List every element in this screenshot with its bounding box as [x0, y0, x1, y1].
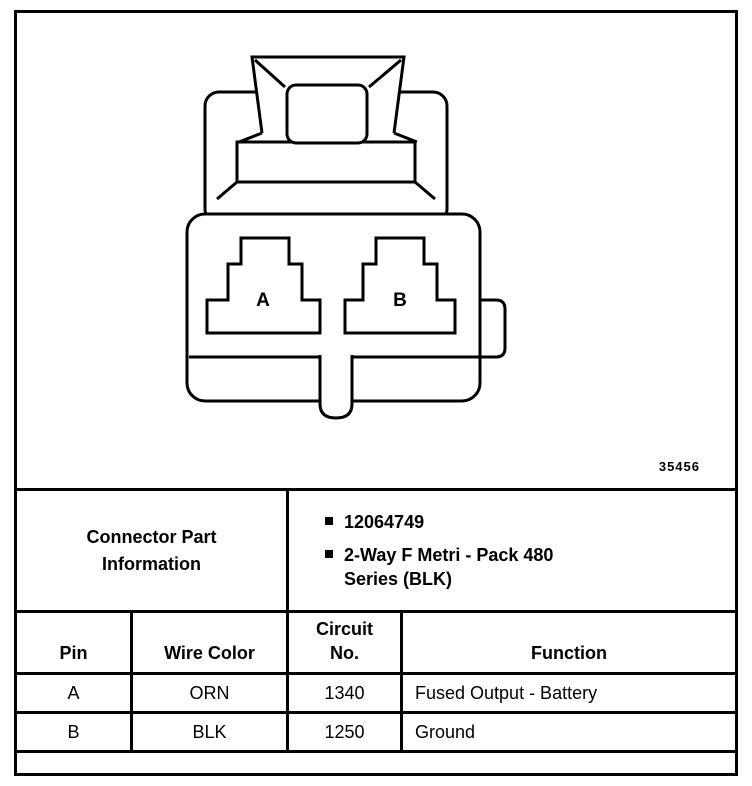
bottom-notch: [318, 355, 354, 420]
lock-tab-right-join: [393, 131, 418, 144]
wire-color-a-value: ORN: [189, 682, 230, 703]
lock-tab-right-bevel: [368, 58, 402, 89]
page-border: [14, 10, 738, 776]
connector-diagram: A B: [185, 55, 507, 420]
connector-part-info-cell: Connector Part Information: [17, 491, 286, 610]
cell-pin-a: A: [17, 675, 130, 711]
col-header-function-label: Function: [531, 642, 607, 663]
lock-tab-left-bevel: [253, 58, 287, 89]
pin-b-label: B: [393, 290, 407, 311]
lock-tab-inner: [285, 83, 369, 145]
col-header-wire-color-label: Wire Color: [164, 642, 255, 663]
side-step: [480, 298, 507, 359]
connector-part-details-cell: 12064749 2-Way F Metri - Pack 480 Series…: [289, 491, 735, 610]
band-left-bevel: [216, 180, 238, 201]
pin-cavity-b: [343, 236, 457, 335]
pin-a-value: A: [67, 682, 80, 703]
function-a-value: Fused Output - Battery: [415, 682, 598, 703]
cell-circuit-no-b: 1250: [289, 714, 400, 750]
pin-a-label: A: [256, 290, 270, 311]
cell-function-a: Fused Output - Battery: [403, 675, 735, 711]
col-header-pin-label: Pin: [59, 642, 88, 663]
col-header-circuit-no: Circuit No.: [289, 613, 400, 672]
col-header-pin: Pin: [17, 613, 130, 672]
connector-info-table: Connector Part Information 12064749 2-Wa…: [17, 488, 735, 753]
connector-series-item: 2-Way F Metri - Pack 480 Series (BLK): [325, 543, 735, 592]
cell-circuit-no-a: 1340: [289, 675, 400, 711]
col-header-circuit-no-label: Circuit No.: [315, 619, 373, 663]
function-b-value: Ground: [415, 721, 476, 742]
figure-number: 35456: [658, 459, 700, 474]
cell-function-b: Ground: [403, 714, 735, 750]
wire-color-b-value: BLK: [192, 721, 227, 742]
circuit-no-b-value: 1250: [324, 721, 365, 742]
lock-tab-left-join: [238, 131, 263, 144]
pin-cavity-a: [205, 236, 322, 335]
cell-wire-color-a: ORN: [133, 675, 286, 711]
mounting-band: [235, 140, 417, 184]
col-header-function: Function: [403, 613, 735, 672]
col-header-wire-color: Wire Color: [133, 613, 286, 672]
bullet-icon: [325, 516, 333, 525]
part-number-text: 12064749: [344, 511, 425, 532]
connector-series-text: 2-Way F Metri - Pack 480 Series (BLK): [344, 544, 554, 590]
band-right-bevel: [414, 180, 436, 201]
cell-pin-b: B: [17, 714, 130, 750]
pin-b-value: B: [67, 721, 80, 742]
part-number-item: 12064749: [325, 510, 735, 534]
connector-part-info-title: Connector Part Information: [86, 527, 217, 574]
bullet-icon: [325, 549, 333, 558]
cell-wire-color-b: BLK: [133, 714, 286, 750]
circuit-no-a-value: 1340: [324, 682, 365, 703]
